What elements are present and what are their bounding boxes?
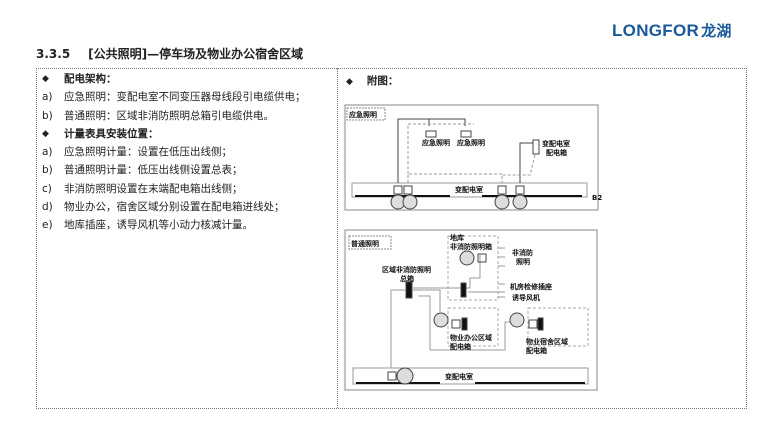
- lamp-label: 应急照明: [422, 138, 450, 147]
- box-label: 区域非消防照明: [382, 265, 431, 274]
- box-label: 变配电室: [542, 139, 570, 148]
- box-label: 总箱: [400, 274, 414, 283]
- description-column: ◆配电架构： a)应急照明：变配电室不同变压器母线段引电缆供电； b)普通照明：…: [40, 70, 335, 235]
- list-item: a)应急照明计量：设置在低压出线侧；: [42, 146, 232, 159]
- list-item: a)应急照明：变配电室不同变压器母线段引电缆供电；: [42, 91, 306, 104]
- room-label: 变配电室: [445, 372, 473, 381]
- list-item: e)地库插座，诱导风机等小动力核减计量。: [42, 219, 253, 232]
- box-label: 物业宿舍区域: [526, 337, 568, 346]
- list-item: b)普通照明计量：低压出线侧设置总表；: [42, 164, 243, 177]
- list-item: c)非消防照明设置在末端配电箱出线侧；: [42, 182, 243, 195]
- load-label: 照明: [516, 257, 530, 266]
- page-title: 3.3.5[公共照明]—停车场及物业办公宿舍区域: [36, 47, 304, 61]
- box-label: 地库: [450, 233, 464, 242]
- column-divider: [337, 68, 338, 408]
- room-label: 变配电室: [455, 185, 483, 194]
- side-label: B2: [592, 194, 602, 202]
- section-heading: ◆配电架构：: [42, 73, 117, 85]
- box-label: 配电箱: [546, 148, 567, 157]
- lamp-label: 应急照明: [457, 138, 485, 147]
- figure-label: ◆附图：: [346, 75, 399, 87]
- box-label: 非消防照明箱: [450, 242, 492, 251]
- section-heading: ◆计量表具安装位置：: [42, 127, 159, 140]
- normal-lighting-diagram: 普通照明 地库 非消防照明箱 非消防 照明 机房检修插座 诱导风机 区域非消防照…: [344, 229, 598, 391]
- load-label: 诱导风机: [512, 293, 540, 302]
- load-label: 机房检修插座: [510, 282, 552, 291]
- list-item: b)普通照明：区域非消防照明总箱引电缆供电。: [42, 109, 274, 122]
- diagram2-tag: 普通照明: [351, 239, 379, 248]
- box-label: 物业办公区域: [450, 333, 492, 342]
- content-frame: [36, 68, 747, 409]
- emergency-lighting-diagram: 应急照明 应急照明 应急照明 变配电室 配电箱 变配电室 B2: [344, 104, 602, 211]
- diagram1-tag: 应急照明: [349, 110, 377, 119]
- box-label: 配电箱: [526, 346, 547, 355]
- list-item: d)物业办公，宿舍区域分别设置在配电箱进线处；: [42, 201, 285, 214]
- load-label: 非消防: [512, 248, 533, 257]
- box-label: 配电箱: [450, 342, 471, 351]
